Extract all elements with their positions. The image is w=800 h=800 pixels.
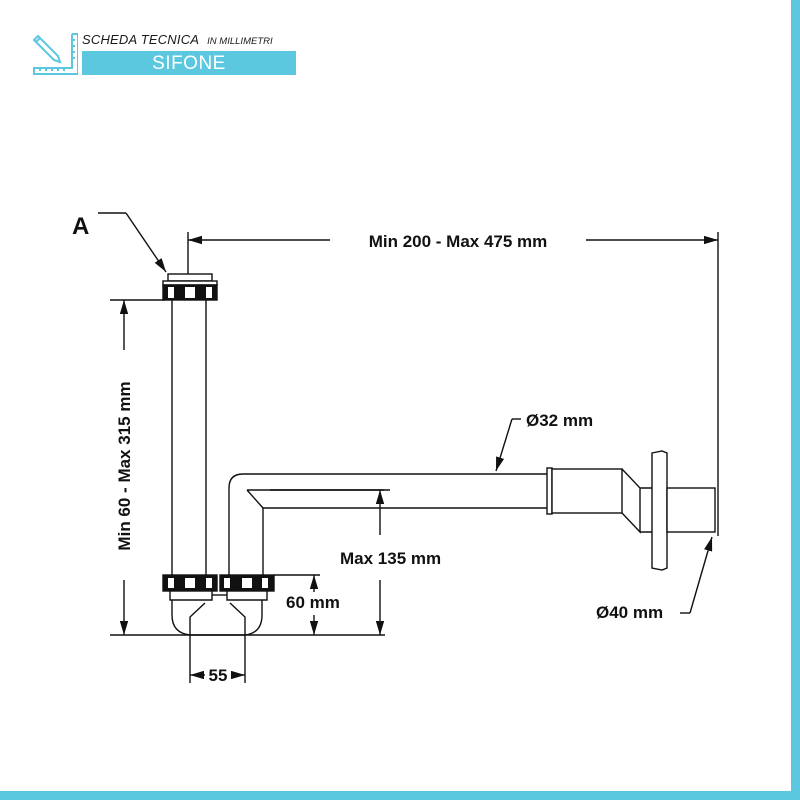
top-nut [162,273,218,301]
trap-spacing-label: 55 [209,666,228,685]
frame-border-right [791,0,800,800]
height-dimension [110,299,165,635]
width-dimension [187,232,719,536]
trap-height-dimension [274,574,320,635]
pipe-diameter-label: Ø32 mm [526,411,593,430]
trap-body [169,591,268,655]
unit-note: IN MILLIMETRI [207,36,273,47]
title-line: SCHEDA TECNICA IN MILLIMETRI [82,31,273,49]
max-depth-label: Max 135 mm [340,549,441,568]
bottom-nut-right [219,574,275,592]
width-range-label: Min 200 - Max 475 mm [369,232,548,251]
frame-border-bottom [0,791,800,800]
part-a-leader [98,212,167,273]
header: SCHEDA TECNICA IN MILLIMETRI SIFONE [28,28,328,88]
outlet-diameter-leader [680,536,713,614]
riser-pipe [171,300,207,575]
height-range-label: Min 60 - Max 315 mm [115,381,134,550]
part-a-label: A [72,213,89,240]
header-title: SCHEDA TECNICA [82,32,200,47]
outlet-diameter-label: Ø40 mm [596,603,663,622]
pipe-diameter-leader [495,418,521,472]
product-banner: SIFONE [82,51,296,75]
max-135-dimension [270,489,390,635]
bottom-nut-left [162,574,218,592]
ruler-pencil-icon [32,33,78,75]
trap-height-label: 60 mm [286,593,340,612]
trap-spacing-dimension [189,655,246,683]
outlet-fitting [546,450,716,571]
